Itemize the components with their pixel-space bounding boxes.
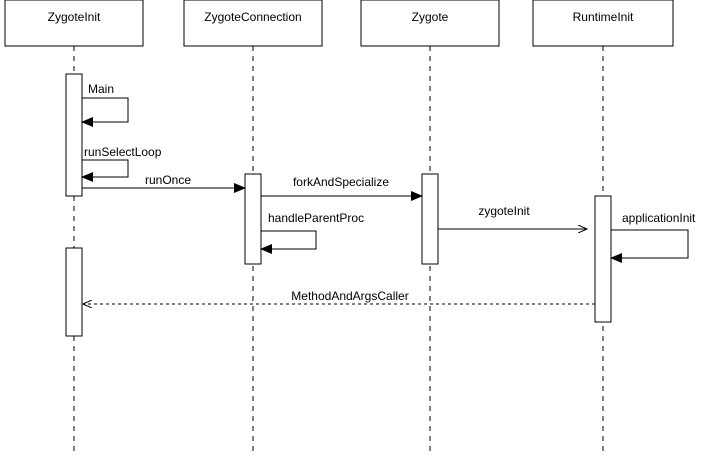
message-fork-and-specialize-label: forkAndSpecialize — [293, 175, 389, 189]
message-main: Main — [81, 82, 129, 127]
message-application-init: applicationInit — [610, 211, 696, 263]
message-fork-and-specialize: forkAndSpecialize — [261, 175, 423, 201]
participant-zygote-init-label: ZygoteInit — [48, 10, 101, 24]
participant-zygote-connection: ZygoteConnection — [183, 0, 323, 47]
message-application-init-label: applicationInit — [622, 211, 696, 225]
message-zygote-init: zygoteInit — [438, 204, 587, 229]
message-run-select-loop-label: runSelectLoop — [84, 145, 162, 159]
message-method-and-args-caller-label: MethodAndArgsCaller — [291, 289, 408, 303]
activation-zygote-init-2 — [65, 247, 83, 337]
participant-runtime-init-label: RuntimeInit — [573, 10, 634, 24]
participant-runtime-init: RuntimeInit — [532, 0, 674, 47]
participant-zygote-connection-label: ZygoteConnection — [204, 10, 301, 24]
participant-zygote-label: Zygote — [412, 10, 449, 24]
participant-zygote: Zygote — [360, 0, 500, 47]
message-run-once-label: runOnce — [145, 173, 191, 187]
activation-runtime-init — [594, 195, 612, 323]
message-handle-parent-proc-label: handleParentProc — [268, 211, 364, 225]
message-run-once: runOnce — [82, 173, 246, 193]
message-run-select-loop: runSelectLoop — [81, 145, 162, 182]
activation-zygote-init-1 — [65, 73, 83, 197]
message-handle-parent-proc: handleParentProc — [260, 211, 364, 254]
message-zygote-init-label: zygoteInit — [478, 204, 530, 218]
message-main-label: Main — [88, 82, 114, 96]
activation-zygote-connection — [244, 173, 262, 265]
message-method-and-args-caller: MethodAndArgsCaller — [83, 289, 595, 304]
participant-zygote-init: ZygoteInit — [4, 0, 144, 47]
activation-zygote — [421, 173, 439, 265]
